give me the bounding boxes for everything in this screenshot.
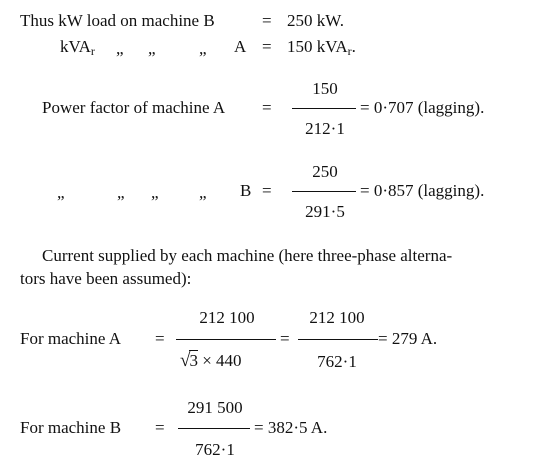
current-b-denominator: 762·1 — [195, 440, 235, 459]
ditto-mark: „ — [117, 183, 125, 202]
kvar-value: 150 kVAr. — [287, 37, 356, 58]
fraction-bar — [178, 428, 250, 429]
ditto-mark: „ — [57, 183, 65, 202]
pf-b-result: = 0·857 (lagging). — [360, 181, 485, 200]
equals-sign: = — [262, 181, 272, 200]
paragraph-line-2: tors have been assumed): — [20, 269, 192, 288]
fraction-bar — [292, 191, 356, 192]
fraction-bar — [176, 339, 276, 340]
pf-a-denominator: 212·1 — [305, 119, 345, 138]
equals-sign: = — [280, 329, 290, 348]
kw-load-label: Thus kW load on machine B — [20, 11, 215, 30]
equals-sign: = — [155, 418, 165, 437]
current-b-numerator: 291 500 — [187, 398, 243, 417]
pf-b-denominator: 291·5 — [305, 202, 345, 221]
fraction-bar — [298, 339, 378, 340]
current-a-frac1-numerator: 212 100 — [199, 308, 255, 327]
fraction-bar — [292, 108, 356, 109]
current-a-frac2-denominator: 762·1 — [317, 352, 357, 371]
machine-b-letter: B — [240, 181, 252, 200]
kw-load-value: 250 kW. — [287, 11, 344, 30]
ditto-mark: „ — [199, 39, 207, 58]
equals-sign: = — [262, 98, 272, 117]
ditto-mark: „ — [148, 39, 156, 58]
machine-a-letter: A — [234, 37, 247, 56]
kvar-label: kVAr — [60, 37, 95, 58]
current-a-frac2-numerator: 212 100 — [309, 308, 365, 327]
current-a-result: = 279 A. — [378, 329, 438, 348]
current-b-label: For machine B — [20, 418, 122, 437]
equals-sign: = — [262, 11, 272, 30]
ditto-mark: „ — [151, 183, 159, 202]
current-a-label: For machine A — [20, 329, 122, 348]
paragraph-line-1: Current supplied by each machine (here t… — [42, 246, 453, 265]
ditto-mark: „ — [199, 183, 207, 202]
ditto-mark: „ — [116, 39, 124, 58]
equals-sign: = — [262, 37, 272, 56]
square-root-icon: √ — [180, 350, 191, 371]
equals-sign: = — [155, 329, 165, 348]
pf-a-result: = 0·707 (lagging). — [360, 98, 485, 117]
current-a-frac1-denominator: √3 × 440 — [180, 350, 242, 371]
current-b-result: = 382·5 A. — [254, 418, 328, 437]
pf-a-numerator: 150 — [312, 79, 338, 98]
pf-b-numerator: 250 — [312, 162, 338, 181]
pf-a-label: Power factor of machine A — [42, 98, 226, 117]
